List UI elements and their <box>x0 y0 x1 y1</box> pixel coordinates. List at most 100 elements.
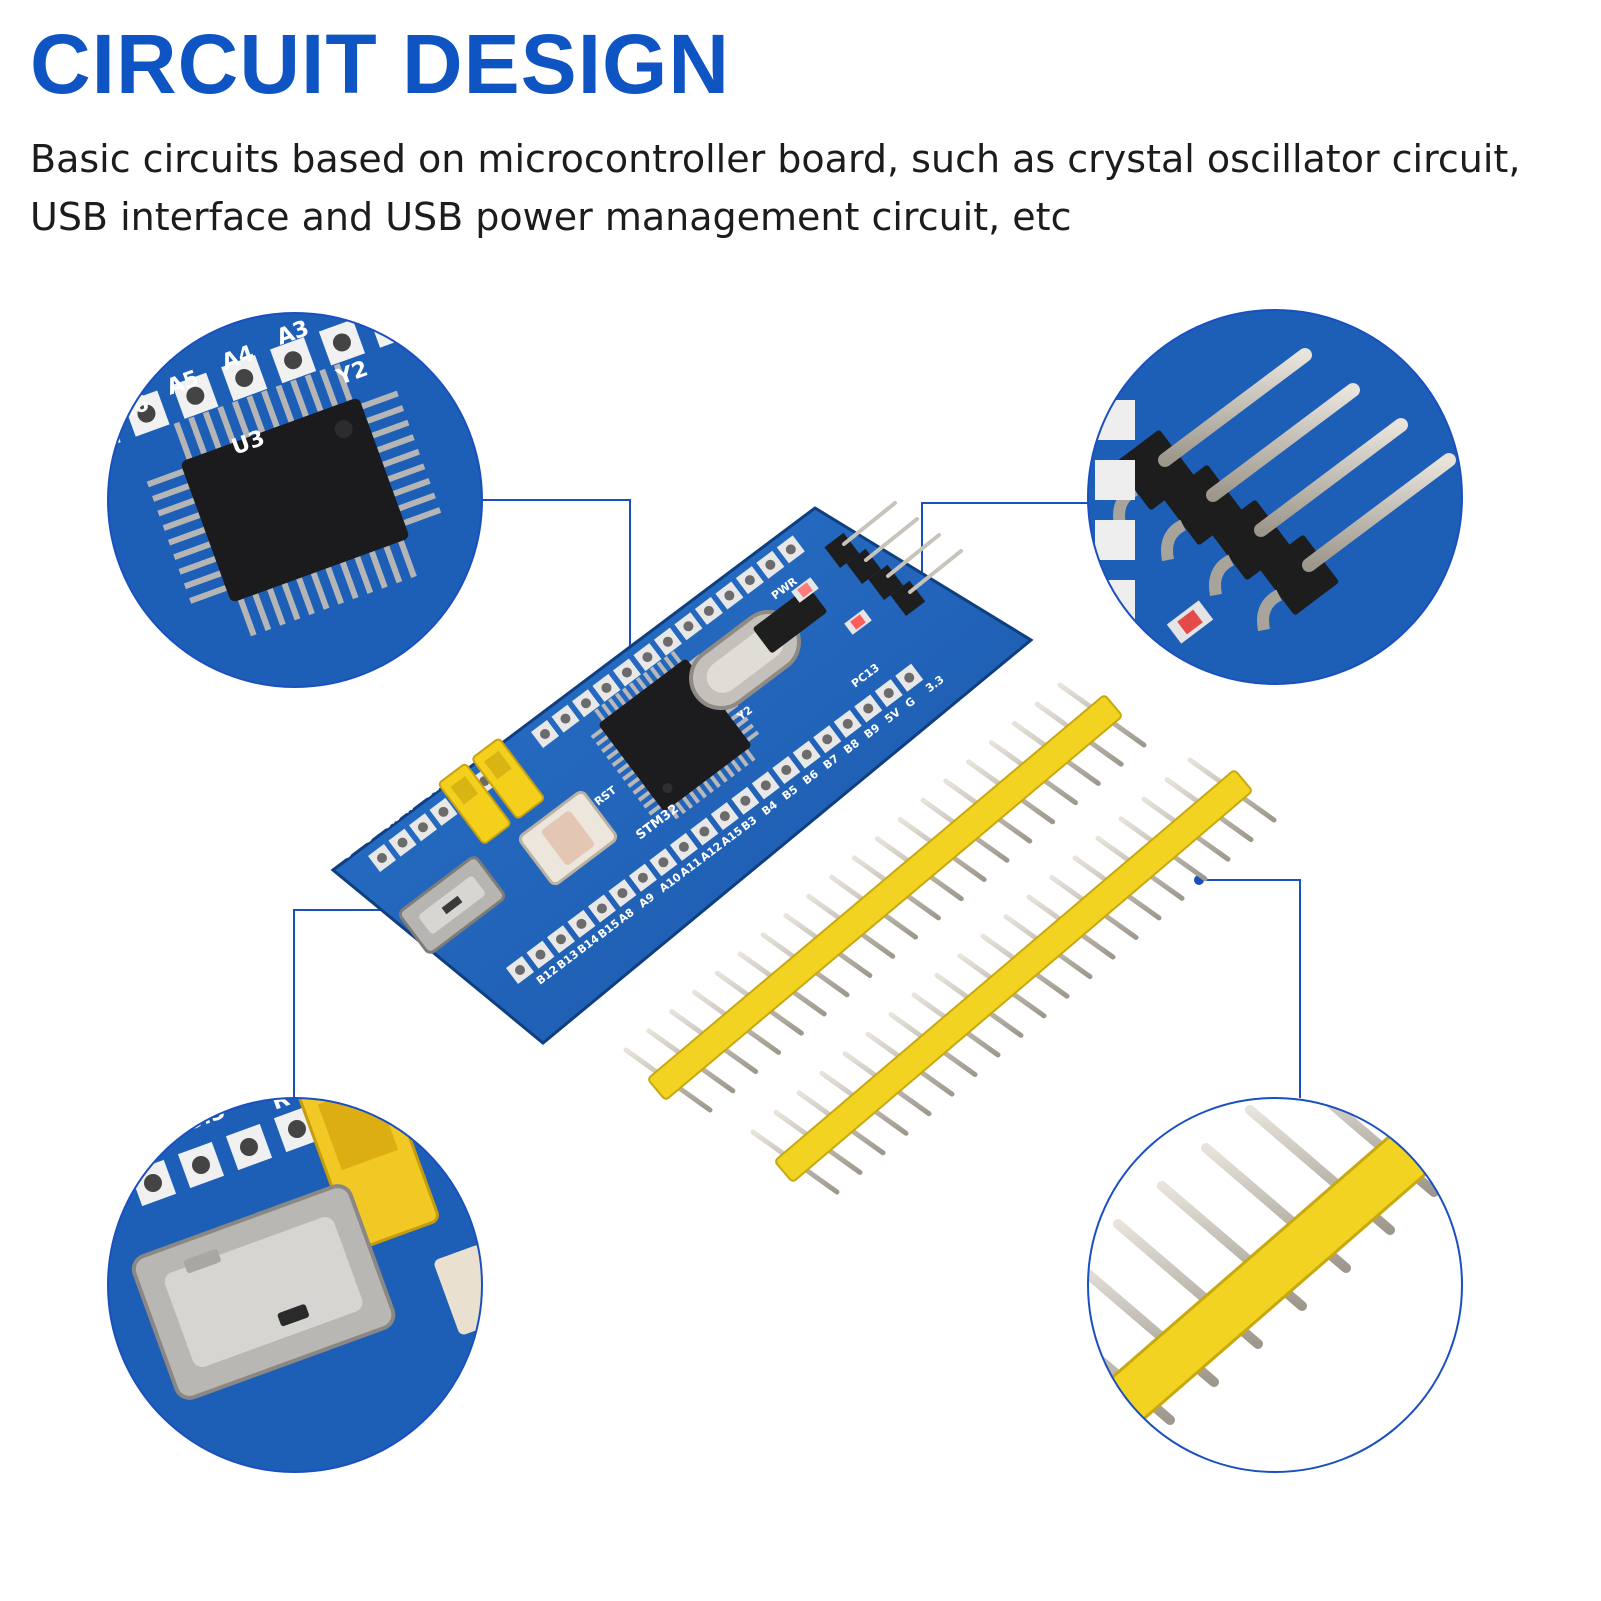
swd-pin <box>864 517 919 562</box>
pin-label: C14 <box>711 544 738 569</box>
zoom-chip-leg <box>167 526 206 546</box>
chip-leg <box>595 734 610 747</box>
zoom-chip-leg <box>173 421 193 460</box>
leader-line-header <box>921 502 1088 594</box>
pin-label: B0 <box>506 702 527 722</box>
zoom-callout-header <box>1087 309 1463 685</box>
swd-pin <box>842 501 897 546</box>
zoom-header-pin <box>1206 383 1360 502</box>
chip-leg <box>740 723 754 736</box>
zoom-pad-hole <box>381 315 400 334</box>
zoom-chip-leg <box>354 556 374 594</box>
zoom-chip-leg <box>319 368 338 407</box>
zoom-chip-leg <box>162 512 201 531</box>
zoom-pad-hole <box>86 420 109 443</box>
left-pin-hole <box>377 853 387 863</box>
zoom-chip-leg <box>310 572 330 610</box>
bottom-pin-hole <box>781 764 792 775</box>
pin-label: A6 <box>547 671 568 691</box>
zoom-header-bend <box>1209 554 1235 597</box>
chip-leg <box>670 650 683 665</box>
rtc-crystal <box>753 587 827 653</box>
zoom-chip-leg <box>173 541 212 561</box>
zoom-chip-leg <box>383 545 403 584</box>
zoom-header-bend <box>1161 519 1187 562</box>
chip-leg <box>616 762 631 774</box>
bottom-pin-hole <box>658 857 669 868</box>
swd-housing <box>890 580 926 616</box>
top-pin-hole <box>785 544 796 555</box>
zoom-callout-strip <box>1087 1097 1463 1473</box>
zoom-header-pin <box>1254 418 1408 537</box>
bottom-pin-hole <box>904 672 915 683</box>
bottom-pin-hole <box>515 965 525 975</box>
boot-jumpers <box>438 738 545 844</box>
chip-leg <box>642 797 657 809</box>
bottom-pin-hole <box>842 718 853 729</box>
zoom-chip-leg <box>371 419 410 439</box>
top-pin-hole <box>744 575 755 586</box>
chip-leg <box>743 748 756 762</box>
zoom-chip-leg <box>392 478 431 497</box>
chip-leg <box>663 656 676 670</box>
micro-usb-port <box>398 856 506 954</box>
chip-leg <box>723 763 735 778</box>
zoom-chip-leg <box>183 570 222 590</box>
zoom-pad <box>1095 460 1135 500</box>
chip-leg <box>606 748 620 761</box>
chip-leg <box>628 682 641 696</box>
chip-leg <box>709 774 721 788</box>
top-pin-hole <box>601 682 612 693</box>
zoom-pad <box>108 408 121 455</box>
zoom-chip-leg <box>261 390 280 428</box>
chip-leg <box>735 716 749 729</box>
led-power <box>791 577 819 603</box>
zoom-pad-hole <box>288 1120 306 1138</box>
zoom-strip-pin <box>1377 1098 1462 1121</box>
zoom-chip-leg <box>361 390 399 410</box>
top-pin-hole <box>724 590 735 601</box>
pin-label: C15 <box>690 559 717 583</box>
zoom-chip-leg <box>231 400 251 439</box>
leader-line-mcu <box>482 499 631 688</box>
zoom-chip-leg <box>281 582 301 621</box>
top-pin-hole <box>580 698 591 709</box>
zoom-header-pin <box>1158 348 1312 467</box>
zoom-chip-leg <box>333 363 353 402</box>
zoom-chip-leg <box>189 585 227 604</box>
zoom-pad-hole <box>235 369 254 388</box>
left-pin-hole <box>438 806 449 817</box>
zoom-chip-leg <box>157 497 196 517</box>
bottom-pin-hole <box>863 703 874 714</box>
zoom-chip-leg <box>325 566 344 605</box>
top-pin-hole <box>765 559 776 570</box>
zoom-header-pin <box>1302 453 1456 572</box>
zoom-pad <box>1095 400 1135 440</box>
zoom-pad-hole <box>192 1156 210 1174</box>
chip-leg <box>632 783 647 795</box>
bottom-pin-hole <box>555 934 566 945</box>
bottom-pin-hole <box>576 918 587 929</box>
pin-label: A7 <box>526 687 547 707</box>
chip-leg <box>745 730 760 743</box>
swd-housing <box>824 532 860 568</box>
left-pin-hole <box>397 837 408 848</box>
zoom-chip-leg <box>275 384 295 423</box>
zoom-chip-leg <box>339 561 359 600</box>
pin-label: A2 <box>629 610 650 630</box>
pin-label: C13 <box>731 529 758 553</box>
top-pin-hole <box>621 667 632 678</box>
chip-leg <box>688 790 701 804</box>
chip-leg <box>601 703 613 717</box>
zoom-chip-leg <box>178 555 217 575</box>
zoom-chip-leg <box>387 463 426 483</box>
reset-button <box>518 790 618 886</box>
chip-leg <box>622 769 636 781</box>
chip-leg <box>637 790 652 802</box>
zoom-chip-leg <box>369 550 388 589</box>
zoom-chip-leg <box>267 587 286 626</box>
chip-leg <box>590 727 605 740</box>
chip-leg <box>635 676 648 691</box>
strip-housing <box>648 695 1122 1100</box>
zoom-chip-leg <box>246 395 266 434</box>
